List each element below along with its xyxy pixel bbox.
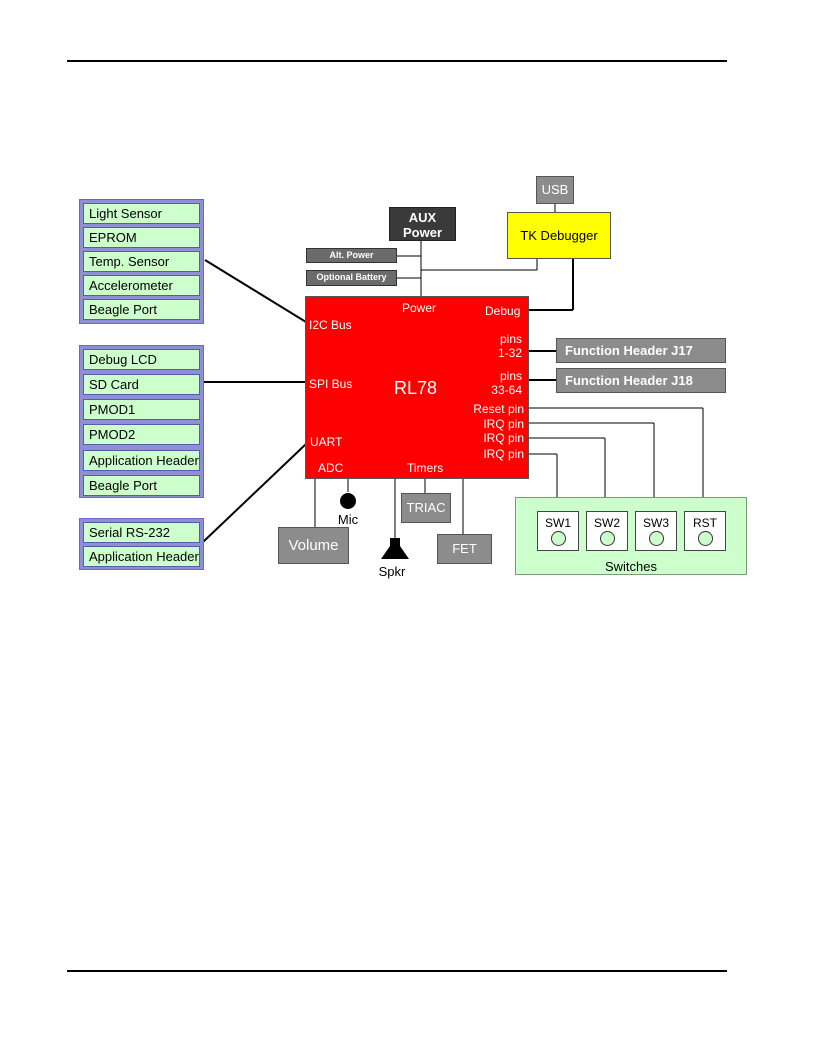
debug-label: Debug <box>485 304 521 318</box>
top-rule <box>67 60 727 62</box>
power-label: Power <box>402 301 437 315</box>
aux-power-line1: AUX <box>408 210 437 225</box>
irq-pin-1-label: IRQ pin <box>483 417 524 431</box>
tk-debugger-box: TK Debugger <box>507 212 611 259</box>
pins-1-label: pins <box>499 332 522 346</box>
temp-sensor-box: Temp. Sensor <box>83 251 200 272</box>
debug-lcd-box: Debug LCD <box>83 349 200 370</box>
optional-battery-box: Optional Battery <box>306 270 397 286</box>
sw1-switch[interactable]: SW1 <box>537 511 579 551</box>
pmod1-box: PMOD1 <box>83 399 200 420</box>
irq-pin-2-label: IRQ pin <box>483 431 524 445</box>
speaker-icon <box>378 536 412 562</box>
irq-pin-3-label: IRQ pin <box>483 447 524 461</box>
mic-icon <box>339 492 357 510</box>
light-sensor-box: Light Sensor <box>83 203 200 224</box>
beagle-port-box: Beagle Port <box>83 299 200 320</box>
i2c-bus-label: I2C Bus <box>309 318 352 332</box>
sd-card-box: SD Card <box>83 374 200 395</box>
spi-group: Debug LCD SD Card PMOD1 PMOD2 Applicatio… <box>79 345 204 498</box>
eprom-box: EPROM <box>83 227 200 248</box>
aux-power-line2: Power <box>402 225 442 240</box>
switches-panel: SW1 SW2 SW3 RST Switches <box>515 497 747 575</box>
sw2-button-icon <box>600 531 615 546</box>
function-header-j18: Function Header J18 <box>556 368 726 393</box>
uart-label: UART <box>310 435 343 449</box>
spi-bus-label: SPI Bus <box>309 377 353 391</box>
sw2-label: SW2 <box>593 516 620 530</box>
timers-label: Timers <box>407 461 444 475</box>
rl78-title: RL78 <box>394 378 438 398</box>
speaker-label: Spkr <box>378 564 406 579</box>
sw1-label: SW1 <box>544 516 571 530</box>
pins-33-64-label: 33-64 <box>491 383 522 397</box>
beagle-port-box: Beagle Port <box>83 475 200 496</box>
application-header-box: Application Header <box>83 546 200 567</box>
alt-power-box: Alt. Power <box>306 248 397 263</box>
bottom-rule <box>67 970 727 972</box>
pins-1-32-label: 1-32 <box>497 346 522 360</box>
sensor-group: Light Sensor EPROM Temp. Sensor Accelero… <box>79 199 204 324</box>
rst-switch[interactable]: RST <box>684 511 726 551</box>
switches-caption: Switches <box>604 559 658 574</box>
function-header-j17: Function Header J17 <box>556 338 726 363</box>
reset-pin-label: Reset pin <box>473 402 524 416</box>
uart-group: Serial RS-232 Application Header <box>79 518 204 570</box>
rst-label: RST <box>693 516 717 530</box>
mic-label: Mic <box>337 512 359 527</box>
pins-2-label: pins <box>499 369 522 383</box>
usb-box: USB <box>536 176 574 204</box>
rst-button-icon <box>698 531 713 546</box>
sw3-label: SW3 <box>642 516 669 530</box>
sw1-button-icon <box>551 531 566 546</box>
application-header-box: Application Header <box>83 450 200 471</box>
aux-power-box: AUX Power <box>389 207 456 241</box>
serial-rs232-box: Serial RS-232 <box>83 522 200 543</box>
fet-box: FET <box>437 534 492 564</box>
sw3-button-icon <box>649 531 664 546</box>
rl78-mcu: Power Debug I2C Bus pins 1-32 RL78 SPI B… <box>305 296 529 479</box>
adc-label: ADC <box>318 461 344 475</box>
triac-box: TRIAC <box>401 493 451 523</box>
volume-box: Volume <box>278 527 349 564</box>
sw2-switch[interactable]: SW2 <box>586 511 628 551</box>
accelerometer-box: Accelerometer <box>83 275 200 296</box>
sw3-switch[interactable]: SW3 <box>635 511 677 551</box>
pmod2-box: PMOD2 <box>83 424 200 445</box>
